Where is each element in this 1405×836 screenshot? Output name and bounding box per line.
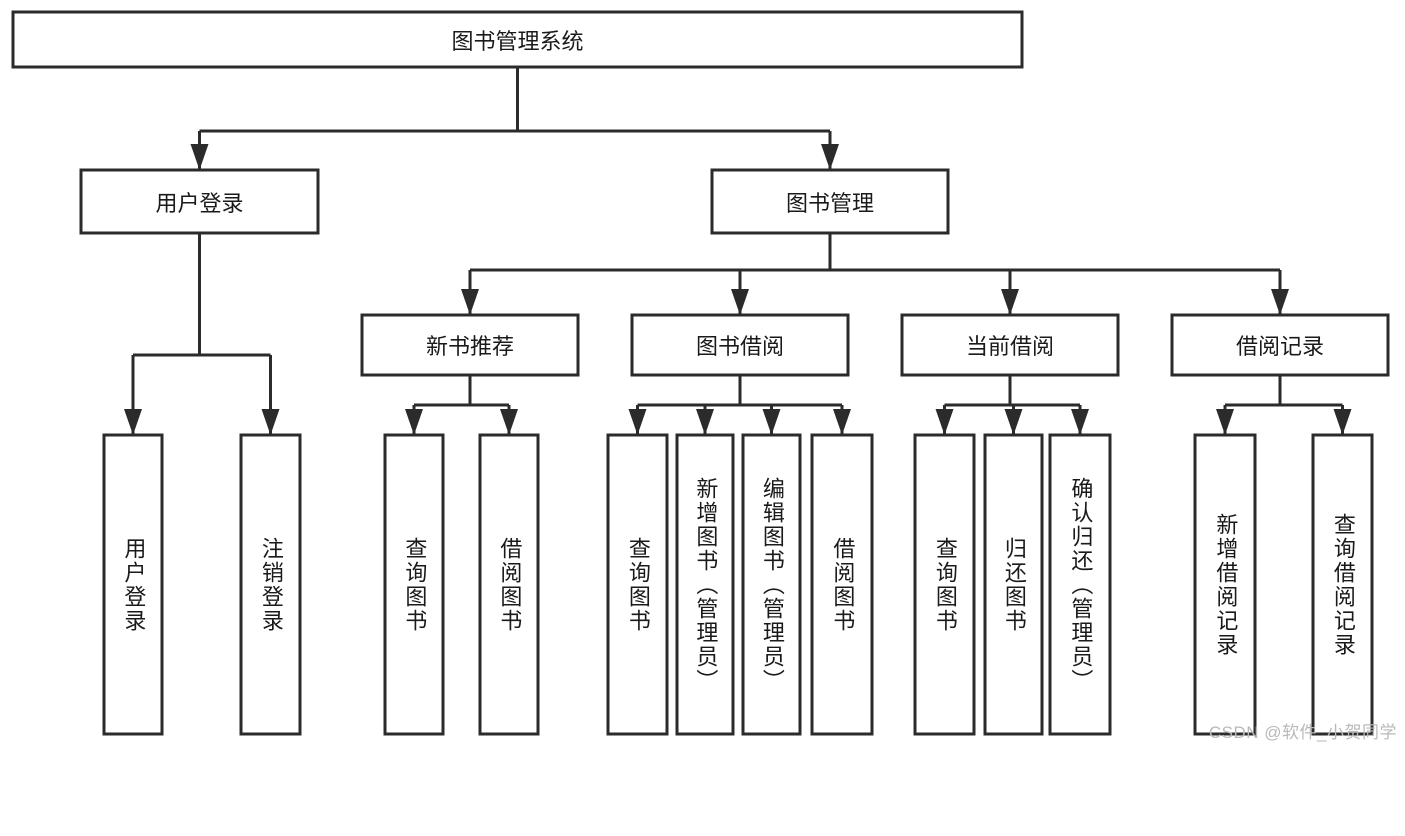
node-box-leaf-borrow-book-rec[interactable] — [478, 433, 540, 736]
arrow-head — [1216, 409, 1234, 435]
arrow-head — [1001, 289, 1019, 315]
node-box-book-borrow[interactable] — [630, 313, 850, 377]
arrow-head — [821, 144, 839, 170]
arrow-head — [1004, 409, 1023, 435]
node-box-current-borrow[interactable] — [900, 313, 1120, 377]
node-box-leaf-add-book[interactable] — [675, 433, 735, 736]
node-box-leaf-add-record[interactable] — [1193, 433, 1257, 736]
arrow-head — [124, 409, 142, 435]
arrow-head — [833, 409, 851, 435]
arrow-head — [1271, 289, 1289, 315]
arrow-head — [696, 409, 714, 435]
arrow-head — [935, 409, 954, 435]
arrow-head — [190, 144, 209, 170]
arrow-head — [1333, 409, 1352, 435]
watermark: CSDN @软件_小贺同学 — [1208, 723, 1397, 742]
box-layer — [11, 10, 1390, 736]
arrow-head — [1071, 409, 1089, 435]
connector-layer — [124, 67, 1352, 435]
node-box-leaf-query-book[interactable] — [606, 433, 669, 736]
node-box-leaf-query-record[interactable] — [1311, 433, 1374, 736]
node-box-leaf-query-book-rec[interactable] — [383, 433, 445, 736]
node-box-root[interactable] — [11, 10, 1024, 69]
node-box-leaf-confirm-return[interactable] — [1048, 433, 1112, 736]
arrow-head — [500, 409, 518, 435]
arrow-head — [762, 409, 781, 435]
arrow-head — [261, 409, 280, 435]
arrow-head — [461, 289, 479, 315]
node-box-user-login[interactable] — [79, 168, 320, 235]
node-box-leaf-user-login[interactable] — [102, 433, 164, 736]
arrow-head — [405, 409, 423, 435]
arrow-head — [731, 289, 749, 315]
node-box-leaf-query-book-cur[interactable] — [913, 433, 976, 736]
diagram-canvas: 图书管理系统用户登录图书管理新书推荐图书借阅当前借阅借阅记录用户登录注销登录查询… — [11, 10, 1397, 742]
node-box-new-book-rec[interactable] — [360, 313, 580, 377]
node-box-leaf-borrow-book[interactable] — [810, 433, 874, 736]
diagram-svg — [11, 10, 1390, 736]
arrow-head — [628, 409, 647, 435]
node-box-leaf-return-book[interactable] — [983, 433, 1044, 736]
node-box-leaf-logout[interactable] — [239, 433, 302, 736]
node-box-book-manage[interactable] — [710, 168, 950, 235]
node-box-leaf-edit-book[interactable] — [741, 433, 802, 736]
node-box-borrow-record[interactable] — [1170, 313, 1390, 377]
